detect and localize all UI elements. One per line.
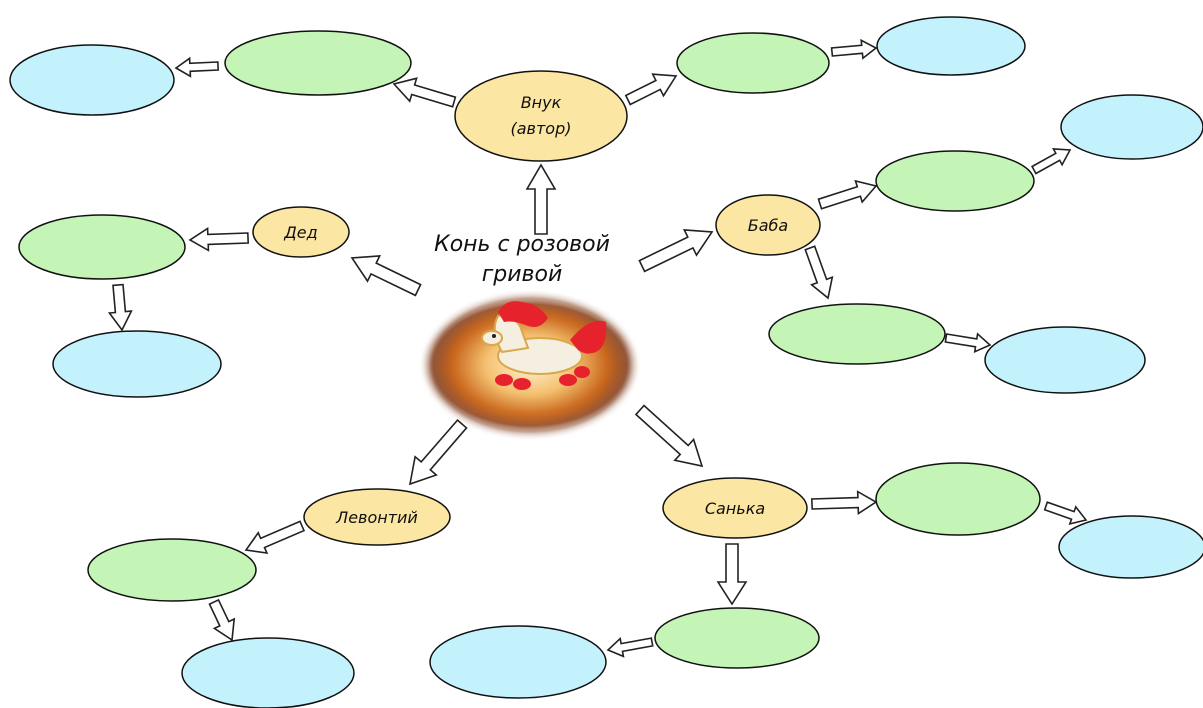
toy-horse-image [418, 289, 642, 441]
character-oval [715, 194, 821, 256]
detail-oval-vnuk-left[interactable] [9, 44, 175, 116]
character-ded-label: Дед [283, 223, 317, 242]
detail-oval-levontiy[interactable] [181, 637, 355, 708]
arrow [174, 56, 220, 78]
trait-oval-baba-right[interactable] [875, 150, 1035, 212]
arrow [638, 228, 714, 273]
arrow [944, 332, 992, 354]
character-ded: Дед [252, 206, 350, 258]
trait-oval-sanka-down[interactable] [654, 607, 820, 669]
character-levontiy: Левонтий [303, 488, 451, 546]
character-oval [662, 477, 808, 539]
arrow [804, 245, 834, 300]
arrow [408, 418, 468, 486]
character-sanka-label: Санька [705, 499, 765, 518]
arrow [606, 637, 654, 658]
arrow [1031, 148, 1072, 175]
character-oval [454, 70, 628, 162]
arrow [208, 598, 236, 642]
trait-oval-vnuk-left[interactable] [224, 30, 412, 96]
character-oval [252, 206, 350, 258]
trait-oval-levontiy[interactable] [87, 538, 257, 602]
title-line-2: гривой [482, 262, 563, 287]
character-oval [303, 488, 451, 546]
detail-oval-vnuk-right[interactable] [876, 16, 1026, 76]
arrow [350, 254, 422, 297]
arrow [525, 163, 557, 235]
arrow [188, 226, 250, 252]
character-vnuk-line2: (автор) [511, 119, 572, 138]
trait-oval-sanka-right[interactable] [875, 462, 1041, 536]
trait-oval-ded[interactable] [18, 214, 186, 280]
arrow [244, 520, 306, 554]
character-vnuk-line1: Внук [521, 93, 562, 112]
character-baba-label: Баба [748, 216, 788, 235]
arrow [392, 77, 457, 108]
arrow [830, 38, 878, 60]
arrow [1043, 501, 1088, 526]
character-baba: Баба [715, 194, 821, 256]
detail-oval-baba-right[interactable] [1060, 94, 1203, 160]
arrows [107, 38, 1088, 658]
title-line-1: Конь с розовой [434, 232, 610, 257]
character-levontiy-label: Левонтий [335, 508, 418, 527]
arrow [634, 404, 704, 468]
detail-oval-baba-down[interactable] [984, 326, 1146, 394]
arrow [624, 73, 678, 106]
arrow [817, 179, 878, 210]
arrow [716, 543, 748, 606]
trait-oval-baba-down[interactable] [768, 303, 946, 365]
character-sanka: Санька [662, 477, 808, 539]
arrow [107, 283, 133, 332]
detail-oval-sanka-right[interactable] [1058, 515, 1203, 579]
arrow [810, 490, 878, 516]
character-vnuk: Внук (автор) [454, 70, 628, 162]
trait-oval-vnuk-right[interactable] [676, 32, 830, 94]
detail-oval-ded[interactable] [52, 330, 222, 398]
detail-oval-sanka-down[interactable] [429, 625, 607, 699]
